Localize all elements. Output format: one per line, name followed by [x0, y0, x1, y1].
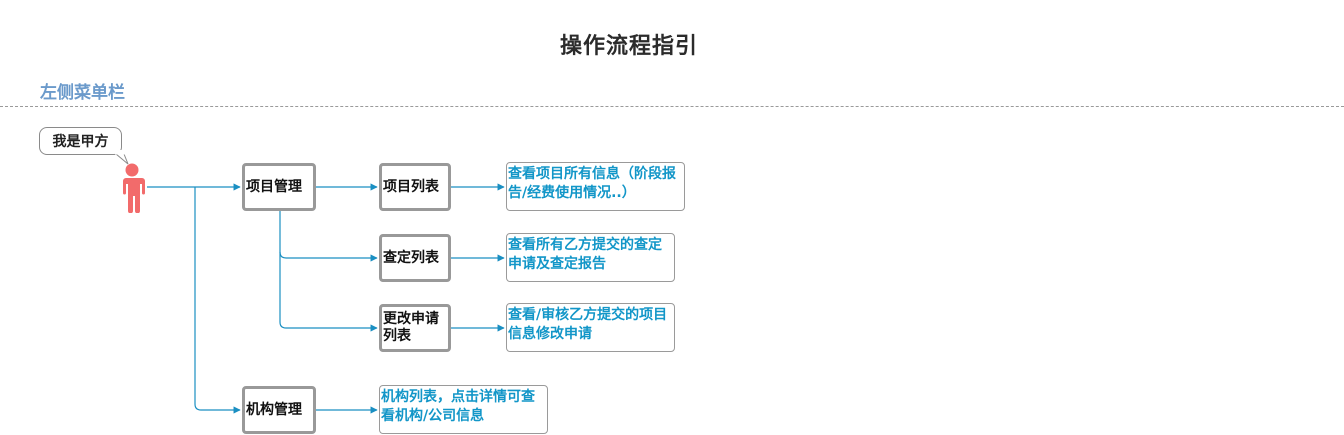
desc-org-list: 机构列表，点击详情可查看机构/公司信息: [379, 385, 548, 434]
bubble-tail: [115, 150, 129, 165]
node-change-request-list: 更改申请列表: [379, 304, 451, 352]
node-label: 项目列表: [383, 178, 439, 195]
person-icon: [122, 163, 145, 213]
node-label: 更改申请列表: [383, 311, 439, 344]
desc-text: 查看项目所有信息（阶段报告/经费使用情况..）: [508, 166, 676, 201]
node-label: 查定列表: [383, 249, 439, 266]
node-review-list: 查定列表: [379, 234, 451, 282]
node-project-list: 项目列表: [379, 163, 451, 211]
role-bubble: 我是甲方: [39, 127, 122, 155]
node-label: 项目管理: [246, 178, 302, 195]
section-title: 左侧菜单栏: [40, 83, 125, 103]
desc-change-request-list: 查看/审核乙方提交的项目信息修改申请: [506, 303, 675, 352]
desc-text: 查看/审核乙方提交的项目信息修改申请: [508, 307, 668, 342]
role-label: 我是甲方: [52, 134, 109, 150]
desc-review-list: 查看所有乙方提交的查定申请及查定报告: [506, 233, 675, 282]
desc-text: 查看所有乙方提交的查定申请及查定报告: [508, 237, 662, 272]
desc-text: 机构列表，点击详情可查看机构/公司信息: [381, 389, 535, 424]
page-title: 操作流程指引: [559, 34, 698, 59]
connector-change-list: [279, 252, 378, 332]
node-org-management: 机构管理: [242, 386, 316, 434]
connector-review-list: [279, 211, 378, 262]
section-divider: [0, 106, 1344, 107]
connector-person-org: [194, 187, 241, 414]
desc-project-list: 查看项目所有信息（阶段报告/经费使用情况..）: [506, 162, 685, 211]
node-project-management: 项目管理: [242, 163, 316, 211]
node-label: 机构管理: [246, 401, 302, 418]
